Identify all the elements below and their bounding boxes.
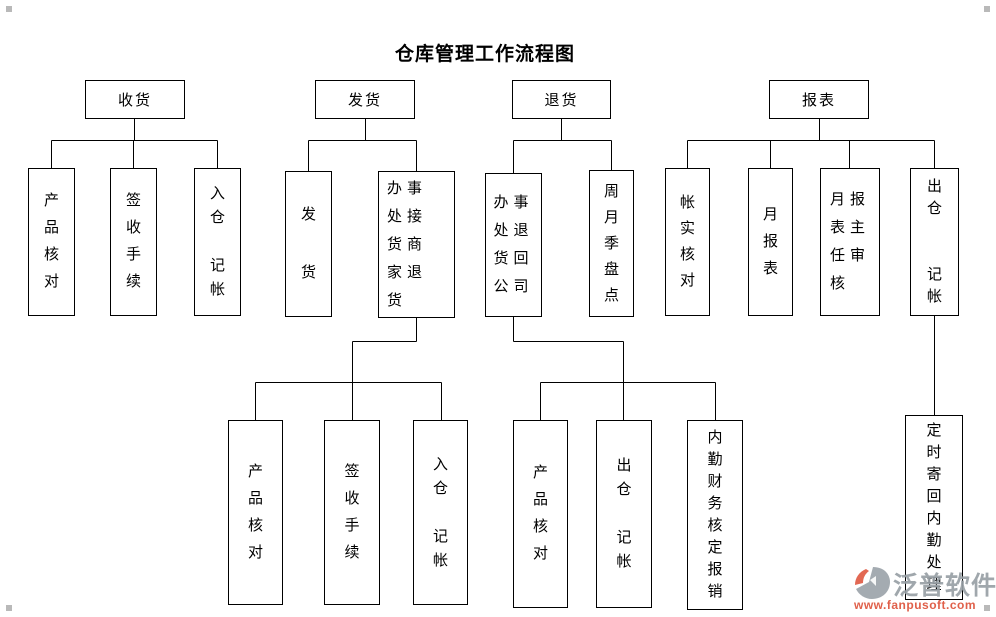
node-office-return-to-company: 办事 处退 货回 公司: [485, 173, 542, 317]
node-warehouse-in-2: 入 仓 记 帐: [413, 420, 468, 605]
node-signoff-1: 签 收 手 续: [110, 168, 157, 316]
corner-handle-top-left: [6, 6, 12, 12]
fanpu-logo: [855, 567, 890, 599]
node-dispatch: 发 货: [285, 171, 332, 317]
node-warehouse-in-1: 入 仓 记 帐: [194, 168, 241, 316]
branch-returns-label: 退货: [544, 93, 579, 109]
node-warehouse-out-1: 出 仓 记 帐: [596, 420, 652, 608]
node-finance-approve-reimburse: 内 勤 财 务 核 定 报 销: [687, 420, 743, 610]
branch-shipping-label: 发货: [347, 93, 382, 109]
branch-returns: 退货: [512, 80, 611, 119]
branch-receiving: 收货: [85, 80, 185, 119]
node-office-receives-merchant-returns: 办事 处接 货商 家退 货: [378, 171, 455, 318]
node-mail-back-to-office: 定 时 寄 回 内 勤 处 理: [905, 415, 963, 600]
watermark-url-text: www.fanpusoft.com: [854, 598, 977, 612]
node-report-director-review: 月报 表主 任审 核: [820, 168, 880, 316]
node-monthly-report: 月 报 表: [748, 168, 793, 316]
branch-reports: 报表: [769, 80, 869, 119]
page-title: 仓库管理工作流程图: [394, 44, 576, 65]
node-warehouse-out-2: 出 仓 记 帐: [910, 168, 959, 316]
node-periodic-stocktake: 周 月 季 盘 点: [589, 170, 634, 317]
node-signoff-2: 签 收 手 续: [324, 420, 380, 605]
node-account-verify: 帐 实 核 对: [665, 168, 710, 316]
corner-handle-bottom-right: [984, 605, 990, 611]
watermark-brand-text: 泛普软件: [893, 573, 996, 600]
branch-shipping: 发货: [315, 80, 415, 119]
node-product-check-3: 产 品 核 对: [513, 420, 568, 608]
node-product-check-2: 产 品 核 对: [228, 420, 283, 605]
corner-handle-bottom-left: [6, 605, 12, 611]
branch-reports-label: 报表: [801, 93, 836, 109]
branch-receiving-label: 收货: [117, 93, 152, 109]
corner-handle-top-right: [984, 6, 990, 12]
node-product-check-1: 产 品 核 对: [28, 168, 75, 316]
fanpusoft-watermark: 泛普软件 www.fanpusoft.com: [851, 564, 996, 614]
